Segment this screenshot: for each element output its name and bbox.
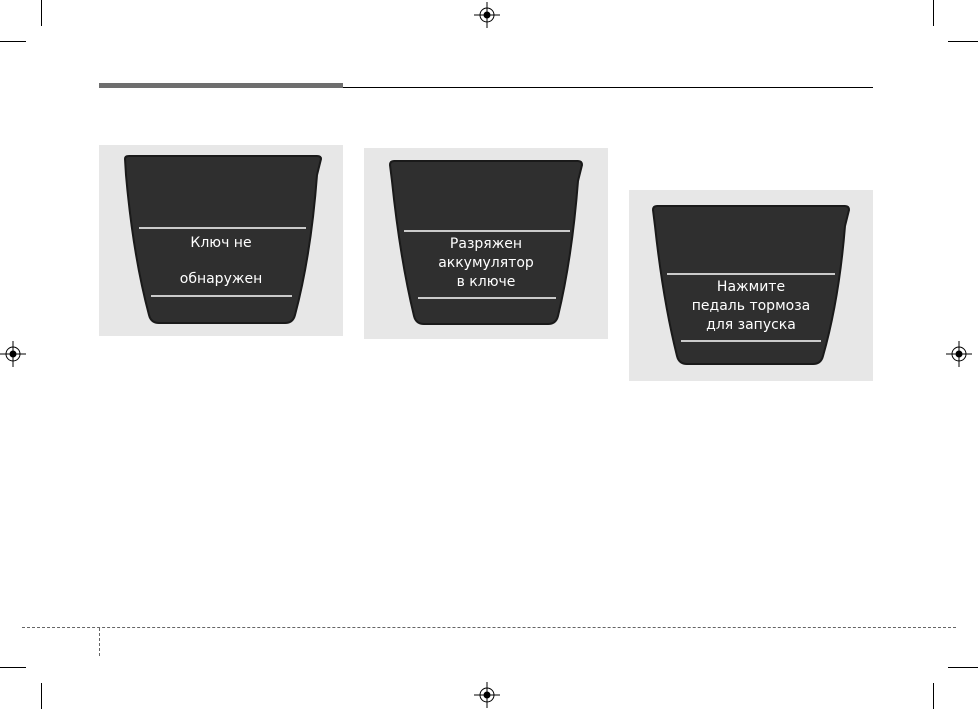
- display-message: Ключ не обнаружен: [99, 234, 343, 289]
- display-message-line: педаль тормоза: [691, 298, 811, 314]
- display-message-line: для запуска: [706, 317, 796, 333]
- display-message-line: Нажмите: [716, 279, 786, 295]
- crop-mark-bottom-right-horizontal: [948, 667, 978, 668]
- crop-mark-top-left-horizontal: [0, 41, 26, 42]
- footer-dashed-divider: [99, 628, 100, 656]
- display-panel-press-brake: Нажмите педаль тормоза для запуска: [629, 190, 873, 381]
- display-screen-shape: [651, 205, 851, 365]
- display-message-line: Ключ не: [190, 235, 252, 251]
- display-screen-shape: [388, 160, 584, 325]
- display-message: Нажмите педаль тормоза для запуска: [629, 278, 873, 335]
- registration-mark-right: [946, 341, 972, 367]
- header-rule-line: [343, 87, 873, 88]
- display-message: Разряжен аккумулятор в ключе: [364, 235, 608, 292]
- display-message-line: обнаружен: [179, 271, 263, 287]
- registration-mark-left: [0, 341, 26, 367]
- display-panel-key-battery-low: Разряжен аккумулятор в ключе: [364, 148, 608, 339]
- display-message-line: аккумулятор: [438, 255, 534, 271]
- display-screen-shape: [123, 155, 323, 324]
- registration-mark-top: [474, 2, 500, 28]
- crop-mark-top-right-horizontal: [948, 41, 978, 42]
- display-message-line: в ключе: [456, 274, 516, 290]
- crop-mark-top-left-vertical: [41, 0, 42, 26]
- crop-mark-bottom-left-horizontal: [0, 667, 26, 668]
- footer-dashed-rule: [22, 627, 956, 628]
- crop-mark-top-right-vertical: [933, 0, 934, 26]
- header-rule-accent: [99, 83, 343, 88]
- crop-mark-bottom-right-vertical: [933, 683, 934, 709]
- registration-mark-bottom: [474, 682, 500, 708]
- crop-mark-bottom-left-vertical: [41, 683, 42, 709]
- display-message-line: Разряжен: [449, 236, 523, 252]
- display-panel-key-not-detected: Ключ не обнаружен: [99, 145, 343, 336]
